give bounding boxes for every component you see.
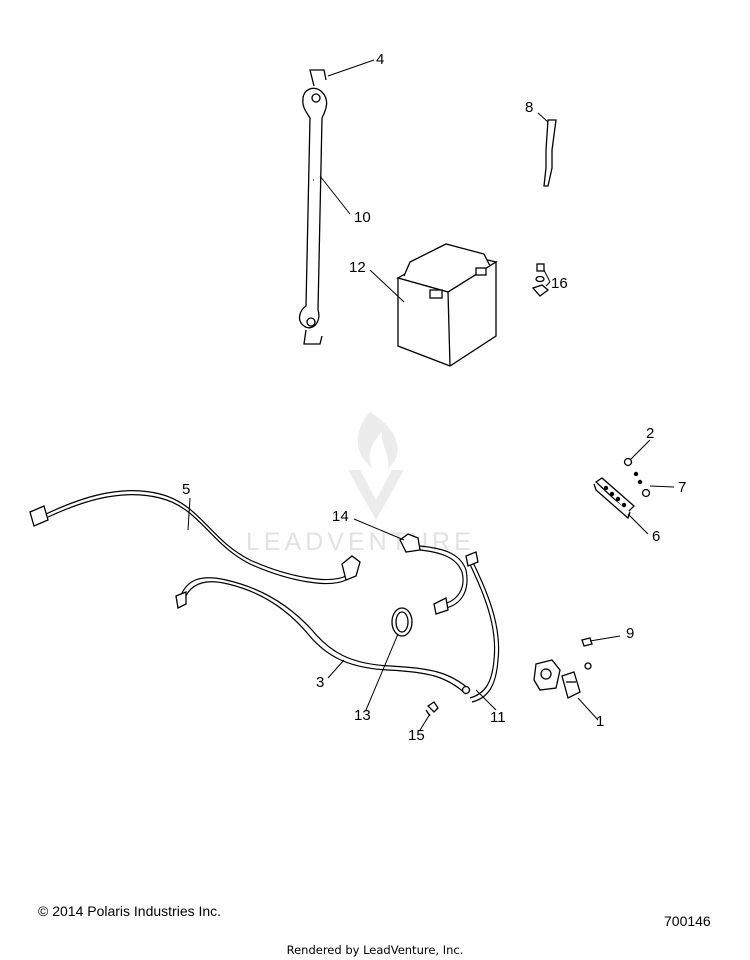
- battery: [396, 243, 498, 367]
- screw: [425, 701, 439, 717]
- leadventure-watermark: LEADVENTURE: [246, 412, 475, 556]
- terminal-boot: [399, 533, 421, 553]
- harness-boot: [341, 555, 361, 581]
- callout-16: 16: [551, 275, 568, 292]
- positive-cable: [399, 533, 468, 615]
- bracket: [543, 119, 557, 187]
- flame-logo-icon: [348, 412, 404, 520]
- callout-12: 12: [349, 259, 366, 276]
- terminal-block: [593, 477, 635, 520]
- callout-10: 10: [354, 209, 371, 226]
- battery-terminal-hardware: [531, 263, 550, 297]
- callout-7: 7: [678, 479, 686, 496]
- callout-labels: 4 10 8 12 16 2 7 6 5 14 9 1 3 13 15 11: [182, 51, 686, 744]
- battery-strap: [298, 69, 328, 345]
- callout-15: 15: [408, 727, 425, 744]
- terminal-fasteners: [623, 457, 651, 498]
- callout-13: 13: [354, 707, 371, 724]
- copyright-notice: © 2014 Polaris Industries Inc.: [38, 903, 222, 919]
- relay-fasteners: [581, 637, 593, 670]
- callout-9: 9: [626, 625, 634, 642]
- upper-strap-hook: [309, 69, 327, 87]
- callout-1: 1: [596, 713, 604, 730]
- callout-6: 6: [652, 528, 660, 545]
- wire-harness: [29, 490, 361, 585]
- battery-cable: [175, 577, 471, 695]
- cable-lug-end: [175, 591, 187, 609]
- callout-5: 5: [182, 481, 190, 498]
- callout-2: 2: [646, 425, 654, 442]
- watermark-text: LEADVENTURE: [246, 528, 475, 556]
- harness-connector: [29, 505, 49, 527]
- callout-14: 14: [332, 508, 349, 525]
- lower-strap-hook: [303, 329, 323, 345]
- cable-clip: [391, 607, 413, 637]
- figure-id: 700146: [664, 913, 711, 929]
- callout-3: 3: [316, 674, 324, 691]
- callout-11: 11: [490, 709, 506, 726]
- relay: [533, 659, 581, 699]
- callout-4: 4: [376, 51, 384, 68]
- rendered-by-credit: Rendered by LeadVenture, Inc.: [286, 943, 464, 957]
- callout-8: 8: [525, 99, 533, 116]
- ground-cable: [461, 551, 500, 703]
- leader-lines: [187, 59, 675, 731]
